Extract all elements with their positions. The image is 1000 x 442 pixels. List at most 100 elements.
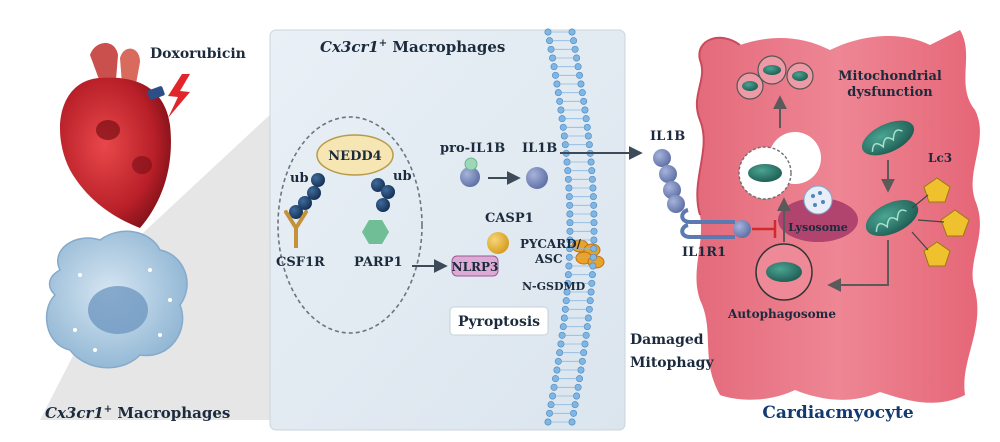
- mito-dysfunction-label-2: dysfunction: [847, 85, 933, 100]
- lipid-head: [573, 392, 581, 400]
- lipid-head: [581, 340, 589, 348]
- lipid-head: [565, 184, 573, 192]
- lipid-head: [588, 279, 596, 287]
- mito-dysfunction-label-1: Mitochondrial: [838, 69, 942, 84]
- casp1-bead: [487, 232, 509, 254]
- lipid-head: [544, 418, 552, 426]
- lipid-head: [587, 288, 595, 296]
- lipid-head: [582, 331, 590, 339]
- n-gsdmd-label: N-GSDMD: [522, 280, 586, 293]
- autophagosome-label: Autophagosome: [727, 307, 836, 321]
- lipid-head: [556, 97, 564, 105]
- lipid-head: [589, 184, 597, 192]
- lipid-head: [590, 236, 598, 244]
- pyroptosis-box: [449, 306, 549, 336]
- lipid-head: [578, 357, 586, 365]
- cardiomyocyte-edge-left: [695, 36, 741, 216]
- lipid-head: [547, 45, 555, 53]
- lipid-head: [574, 383, 582, 391]
- lipid-head: [571, 401, 579, 409]
- ubiquitination-zone: [277, 116, 423, 334]
- lipid-head: [570, 409, 578, 417]
- lipid-head: [580, 97, 588, 105]
- lysosome-vesicle: [803, 185, 833, 215]
- lipid-head: [560, 314, 568, 322]
- pycard-label: PYCARD/: [520, 237, 582, 251]
- lipid-head: [552, 375, 560, 383]
- lipid-head: [589, 253, 597, 261]
- ub-label-right: ub: [393, 169, 412, 184]
- lipid-head: [590, 210, 598, 218]
- lipid-head: [565, 253, 573, 261]
- mitochondrion-damaged-icon: [865, 199, 919, 237]
- lipid-head: [590, 219, 598, 227]
- nedd4-label: NEDD4: [328, 149, 381, 164]
- lipid-head: [557, 106, 565, 114]
- il1b-inner-label: IL1B: [522, 141, 557, 156]
- lipid-head: [574, 63, 582, 71]
- ub-chain-right: [371, 178, 395, 212]
- lipid-head: [552, 71, 560, 79]
- lipid-head: [577, 366, 585, 374]
- degraded-mitochondria: [736, 55, 814, 100]
- lipid-head: [584, 132, 592, 140]
- lipid-head: [564, 271, 572, 279]
- lipid-head: [559, 123, 567, 131]
- pro-il1b-bead: [460, 167, 480, 187]
- parp1-label: PARP1: [354, 255, 403, 270]
- lipid-head: [556, 349, 564, 357]
- ub-label-left: ub: [290, 171, 309, 186]
- lipid-head: [576, 375, 584, 383]
- lipid-head: [553, 80, 561, 88]
- lipid-head: [585, 141, 593, 149]
- asc-label: ASC: [534, 252, 563, 266]
- lipid-head: [577, 80, 585, 88]
- lysosome: [778, 198, 858, 242]
- mitophagy-label: Mitophagy: [630, 355, 714, 371]
- macro-cell-label-rest: Macrophages: [112, 404, 230, 422]
- lipid-head: [566, 210, 574, 218]
- lipid-head: [587, 158, 595, 166]
- lipid-head: [564, 175, 572, 183]
- lipid-head: [578, 89, 586, 97]
- cardiomyocyte-label: Cardiacmyocyte: [762, 403, 913, 423]
- lipid-head: [590, 245, 598, 253]
- nlrp3-label: NLRP3: [452, 260, 499, 274]
- lipid-head: [566, 201, 574, 209]
- lipid-head: [566, 219, 574, 227]
- parp1-hexagon: [362, 220, 389, 244]
- lipid-head: [586, 297, 594, 305]
- lipid-head: [561, 141, 569, 149]
- mito-in-vesicle: [748, 164, 782, 182]
- lipid-head: [564, 167, 572, 175]
- lc3-pentagons: [911, 177, 970, 267]
- lipid-head: [583, 323, 591, 331]
- lipid-head: [566, 227, 574, 235]
- macro-cell-label: Cx3cr1+ Macrophages: [45, 404, 230, 422]
- lipid-head: [558, 115, 566, 123]
- lipid-head: [546, 409, 554, 417]
- pro-il1b-label: pro-IL1B: [440, 141, 505, 156]
- cell-membrane: [544, 28, 598, 426]
- macro-panel-title-rest: Macrophages: [387, 38, 505, 56]
- damaged-label: Damaged: [630, 332, 704, 348]
- lysosome-label: Lysosome: [788, 221, 847, 234]
- lipid-head: [588, 175, 596, 183]
- pyroptosis-label: Pyroptosis: [458, 314, 540, 330]
- nedd4-enzyme: [316, 134, 394, 176]
- lc3-label: Lc3: [928, 151, 952, 165]
- lipid-head: [550, 383, 558, 391]
- csf1r-label: CSF1R: [276, 255, 325, 270]
- macro-panel-title: Cx3cr1+ Macrophages: [320, 38, 505, 56]
- doxorubicin-label: Doxorubicin: [150, 46, 246, 62]
- lipid-head: [570, 37, 578, 45]
- lipid-head: [590, 227, 598, 235]
- lipid-head: [568, 28, 576, 36]
- macro-panel-title-italic: Cx3cr1: [320, 38, 379, 56]
- pro-il1b-cap: [464, 157, 478, 171]
- lipid-head: [546, 37, 554, 45]
- nlrp3-box: [451, 255, 499, 277]
- il1r1-label: IL1R1: [682, 245, 726, 260]
- lipid-head: [576, 71, 584, 79]
